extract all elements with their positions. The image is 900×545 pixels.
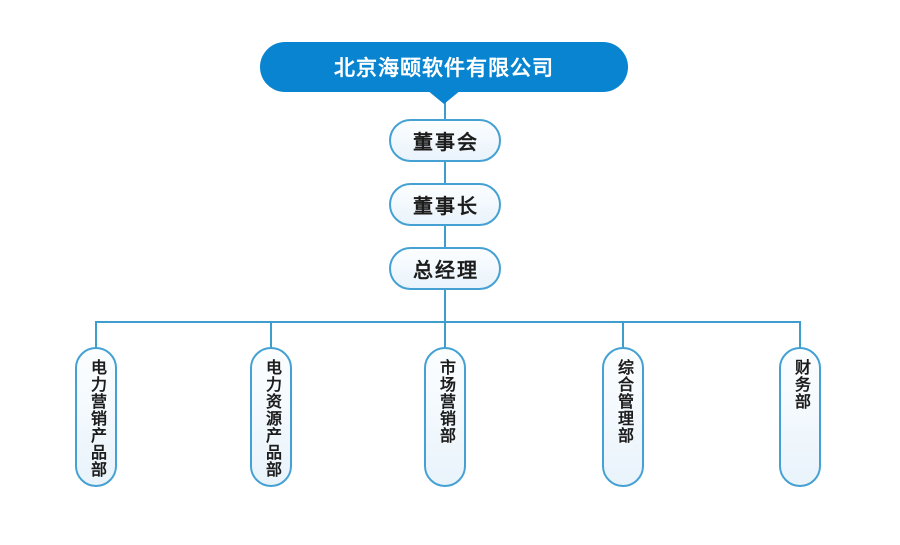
connector-drop-dept-3 <box>444 321 446 348</box>
dept-label: 综合管理部 <box>615 359 632 444</box>
node-chairman-label: 董事长 <box>413 196 479 218</box>
node-general-manager: 总经理 <box>389 247 501 290</box>
dept-label: 财务部 <box>792 359 809 410</box>
node-dept-general-management: 综合管理部 <box>602 347 644 487</box>
node-general-manager-label: 总经理 <box>413 260 479 282</box>
node-dept-marketing: 市场营销部 <box>424 347 466 487</box>
node-chairman: 董事长 <box>389 183 501 226</box>
node-dept-finance: 财务部 <box>779 347 821 487</box>
company-label: 北京海颐软件有限公司 <box>334 57 554 80</box>
node-dept-power-resource-products: 电力资源产品部 <box>250 347 292 487</box>
node-board-label: 董事会 <box>413 132 479 154</box>
node-dept-power-marketing-products: 电力营销产品部 <box>75 347 117 487</box>
dept-label: 电力资源产品部 <box>263 359 280 478</box>
connector-drop-dept-4 <box>622 321 624 348</box>
dept-label: 电力营销产品部 <box>88 359 105 478</box>
company-node: 北京海颐软件有限公司 <box>260 42 628 104</box>
company-node-pointer-icon <box>427 90 461 104</box>
connector-drop-dept-2 <box>270 321 272 348</box>
connector-drop-dept-5 <box>799 321 801 348</box>
connector-branch-horizontal <box>95 321 801 323</box>
dept-label: 市场营销部 <box>437 359 454 444</box>
connector-drop-dept-1 <box>95 321 97 348</box>
node-board: 董事会 <box>389 119 501 162</box>
